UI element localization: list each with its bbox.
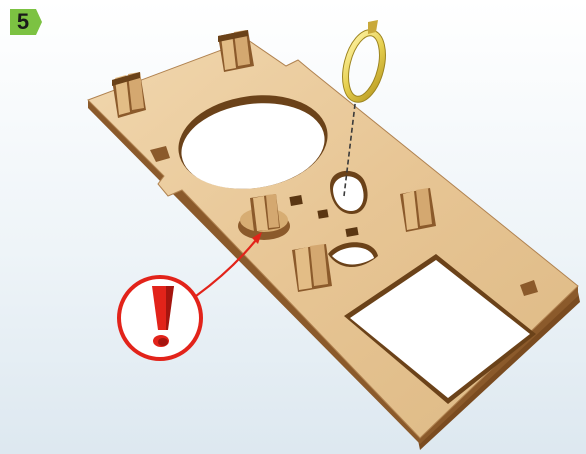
step-number: 5 [8, 7, 38, 37]
o-ring-icon [339, 20, 388, 103]
peg-center-lower [292, 244, 332, 292]
wooden-base-plate [88, 40, 580, 450]
corner-peg-top-left [112, 72, 146, 118]
corner-peg-top-right [218, 30, 254, 72]
step-badge: 5 [8, 7, 44, 37]
peg-right-side [400, 188, 436, 232]
exclamation-warning-icon [119, 277, 201, 359]
